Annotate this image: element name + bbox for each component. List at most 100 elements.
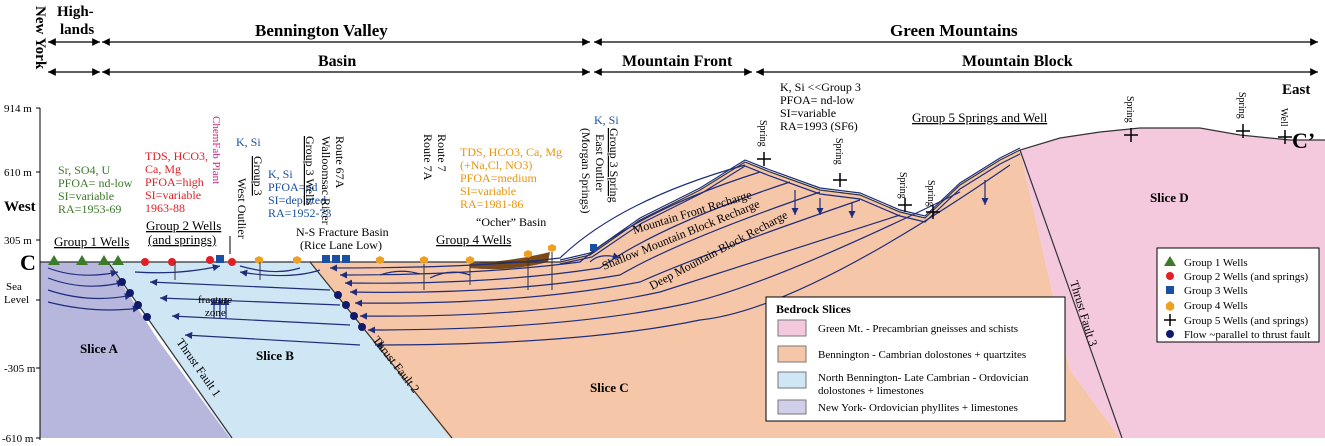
- svg-text:(+Na,Cl, NO3): (+Na,Cl, NO3): [460, 158, 532, 172]
- slice-b-label: Slice B: [256, 348, 294, 363]
- tick-305: 305 m: [4, 235, 32, 247]
- k-si-east: K, Si: [594, 113, 619, 127]
- thrust-fault-2-line: [309, 261, 453, 439]
- group-4-well-markers: [255, 244, 556, 264]
- group-3-chemistry: K, Si PFOA=nd SI=depleted RA=1952-73: [268, 167, 331, 220]
- group-3-spring-vertical: Group 3 Spring: [607, 128, 621, 203]
- axis-ticks: [36, 107, 40, 439]
- new-york-label: New York: [32, 6, 48, 70]
- svg-text:PFOA=medium: PFOA=medium: [460, 171, 537, 185]
- svg-text:Ca, Mg: Ca, Mg: [145, 162, 181, 176]
- group-1-chemistry: Sr, SO4, U PFOA= nd-low SI=variable RA=1…: [58, 163, 133, 216]
- mountain-block-label: Mountain Block: [962, 53, 1073, 70]
- tick-sea-level-2: Level: [4, 294, 29, 306]
- tick-neg305: -305 m: [4, 363, 36, 375]
- bedrock-legend-items: Green Mt. - Precambrian gneisses and sch…: [777, 319, 1029, 415]
- west-label: West: [4, 199, 36, 215]
- west-outlier-vertical: West Outlier: [235, 178, 249, 239]
- spring-label-1: Spring: [757, 120, 768, 147]
- svg-text:Group 2 Wells (and springs): Group 2 Wells (and springs): [1184, 271, 1309, 283]
- ocher-basin-label: “Ocher” Basin: [476, 215, 546, 229]
- svg-text:PFOA=nd: PFOA=nd: [268, 180, 317, 194]
- green-mountains-label: Green Mountains: [890, 21, 1018, 40]
- well-shafts: [174, 252, 553, 290]
- svg-text:TDS, HCO3,: TDS, HCO3,: [145, 149, 208, 163]
- chemfab-label: ChemFab Plant: [210, 116, 222, 184]
- svg-text:SI=variable: SI=variable: [58, 189, 114, 203]
- c-left-label: C: [20, 250, 36, 275]
- fault-parallel-flow-dots: [118, 278, 366, 331]
- spring-label-6: Spring: [1236, 92, 1247, 119]
- svg-text:TDS, HCO3, Ca, Mg: TDS, HCO3, Ca, Mg: [460, 145, 562, 159]
- fracture-zone-2: zone: [205, 307, 226, 319]
- group-5-label: Group 5 Springs and Well: [912, 110, 1048, 125]
- group-5-spring-markers: [757, 124, 1292, 219]
- slice-a-area: [40, 262, 230, 438]
- group-3-well-markers: [216, 244, 597, 263]
- svg-text:K, Si <<Group 3: K, Si <<Group 3: [780, 80, 861, 94]
- bedrock-title: Bedrock Slices: [776, 302, 851, 316]
- svg-text:Group 1 Wells: Group 1 Wells: [1184, 257, 1248, 269]
- group-3-wells-vertical: Group 3 Wells: [303, 136, 317, 206]
- tick-neg610: -610 m: [2, 433, 34, 445]
- spring-label-2: Spring: [833, 138, 844, 165]
- svg-text:Bennington - Cambrian doloston: Bennington - Cambrian dolostones + quart…: [818, 349, 1026, 361]
- svg-text:RA=1953-69: RA=1953-69: [58, 202, 121, 216]
- thrust-fault-3-line: [1019, 149, 1123, 439]
- group-2-well-markers: [141, 256, 236, 266]
- svg-text:SI=variable: SI=variable: [145, 188, 201, 202]
- svg-text:1963-88: 1963-88: [145, 201, 185, 215]
- symbol-legend-box: [1156, 247, 1320, 343]
- route-67a: Route 67A: [333, 136, 347, 189]
- group-2-label-2: (and springs): [148, 232, 216, 247]
- group-1-label: Group 1 Wells: [54, 234, 129, 249]
- group-2-label-1: Group 2 Wells: [146, 218, 221, 233]
- group-4-label: Group 4 Wells: [436, 232, 511, 247]
- east-label: East: [1282, 82, 1310, 98]
- group-5-chemistry: K, Si <<Group 3 PFOA= nd-low SI=variable…: [780, 80, 861, 133]
- ns-fracture-1: N-S Fracture Basin: [296, 225, 389, 239]
- ns-fracture-2: (Rice Lane Low): [300, 238, 382, 252]
- region-arrows: [48, 38, 1318, 76]
- fracture-zone-1: fracture: [198, 294, 232, 306]
- slice-a-label: Slice A: [80, 341, 119, 356]
- flow-lines: [47, 147, 1021, 349]
- tick-914: 914 m: [4, 103, 32, 115]
- bennington-valley-label: Bennington Valley: [255, 21, 388, 40]
- group-1-well-markers: [48, 255, 124, 265]
- svg-text:Group 5 Wells (and springs): Group 5 Wells (and springs): [1184, 315, 1309, 327]
- svg-text:RA=1993 (SF6): RA=1993 (SF6): [780, 119, 858, 133]
- tick-610: 610 m: [4, 167, 32, 179]
- svg-text:New York- Ordovician phyllites: New York- Ordovician phyllites + limesto…: [818, 402, 1018, 414]
- group-2-chemistry: TDS, HCO3, Ca, Mg PFOA=high SI=variable …: [145, 149, 208, 215]
- svg-text:K, Si: K, Si: [268, 167, 293, 181]
- svg-text:Flow ~parallel to thrust fault: Flow ~parallel to thrust fault: [1184, 329, 1310, 341]
- svg-text:dolostones + limestones: dolostones + limestones: [818, 385, 924, 397]
- svg-text:SI=variable: SI=variable: [460, 184, 516, 198]
- svg-text:RA=1981-86: RA=1981-86: [460, 197, 523, 211]
- svg-text:Group 3 Wells: Group 3 Wells: [1184, 285, 1248, 297]
- symbol-legend-items: Group 1 Wells Group 2 Wells (and springs…: [1164, 256, 1310, 341]
- group-3-vertical: Group 3: [251, 156, 265, 196]
- ocher-basin: [470, 252, 550, 270]
- slice-c-label: Slice C: [590, 380, 629, 395]
- group-4-chemistry: TDS, HCO3, Ca, Mg (+Na,Cl, NO3) PFOA=med…: [460, 145, 562, 211]
- svg-text:Group 4 Wells: Group 4 Wells: [1184, 300, 1248, 312]
- highlands-label-1: High-: [57, 4, 94, 20]
- svg-text:North Bennington- Late Cambria: North Bennington- Late Cambrian - Ordovi…: [818, 372, 1029, 384]
- svg-text:SI=depleted: SI=depleted: [268, 193, 326, 207]
- svg-text:PFOA= nd-low: PFOA= nd-low: [780, 93, 855, 107]
- svg-text:PFOA= nd-low: PFOA= nd-low: [58, 176, 133, 190]
- route-7: Route 7: [435, 134, 449, 172]
- morgan-springs-vertical: (Morgan Springs): [579, 128, 593, 213]
- highlands-label-2: lands: [60, 22, 94, 38]
- walloomsac-river: Walloomsac River: [319, 136, 333, 225]
- spring-label-5: Spring: [1124, 96, 1135, 123]
- svg-text:RA=1952-73: RA=1952-73: [268, 206, 331, 220]
- bedrock-legend-box: [765, 296, 1066, 422]
- well-label: Well: [1278, 108, 1289, 127]
- spring-label-4: Spring: [925, 180, 936, 207]
- tick-sea-level-1: Sea: [6, 281, 22, 293]
- basin-label: Basin: [318, 53, 356, 70]
